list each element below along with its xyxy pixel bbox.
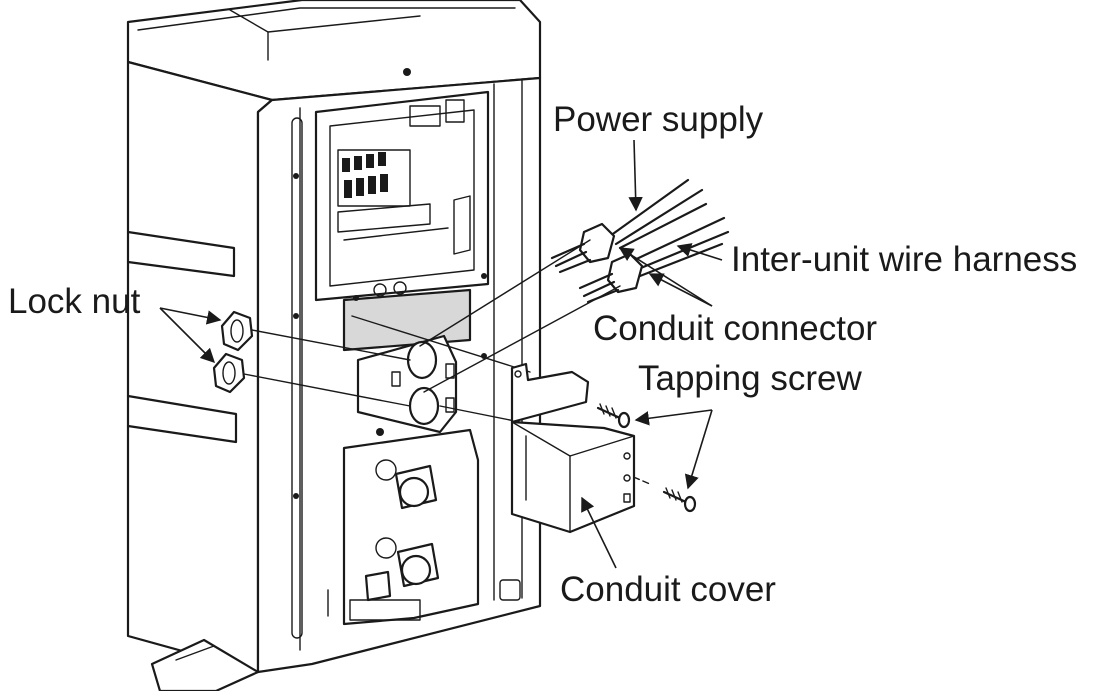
- conduit-connector-upper: [550, 222, 616, 274]
- conduit-hole-lower: [408, 386, 440, 426]
- tapping-screws: [596, 403, 697, 513]
- tapping-screw-lower: [662, 487, 697, 513]
- unit-side-panel: [126, 60, 274, 674]
- label-tapping-screw: Tapping screw: [638, 359, 862, 398]
- label-power-supply: Power supply: [553, 100, 764, 139]
- callout-leaders: [159, 139, 723, 569]
- lock-nuts: [212, 310, 254, 394]
- conduit-cover-part: [510, 362, 636, 534]
- lock-nut-lower: [212, 352, 246, 394]
- conduit-connector-lower: [578, 252, 644, 304]
- conduit-plate: [356, 334, 458, 434]
- label-conduit-connector: Conduit connector: [593, 309, 878, 348]
- service-valves: [327, 428, 480, 626]
- lock-nut-upper: [220, 310, 254, 352]
- label-conduit-cover: Conduit cover: [560, 570, 776, 609]
- tapping-screw-upper: [596, 403, 631, 429]
- wire-harness: [550, 178, 730, 304]
- label-lock-nut: Lock nut: [8, 282, 141, 321]
- electrical-panel: [314, 90, 490, 359]
- conduit-hole-upper: [406, 340, 438, 380]
- label-inter-unit-wire-harness: Inter-unit wire harness: [731, 240, 1078, 279]
